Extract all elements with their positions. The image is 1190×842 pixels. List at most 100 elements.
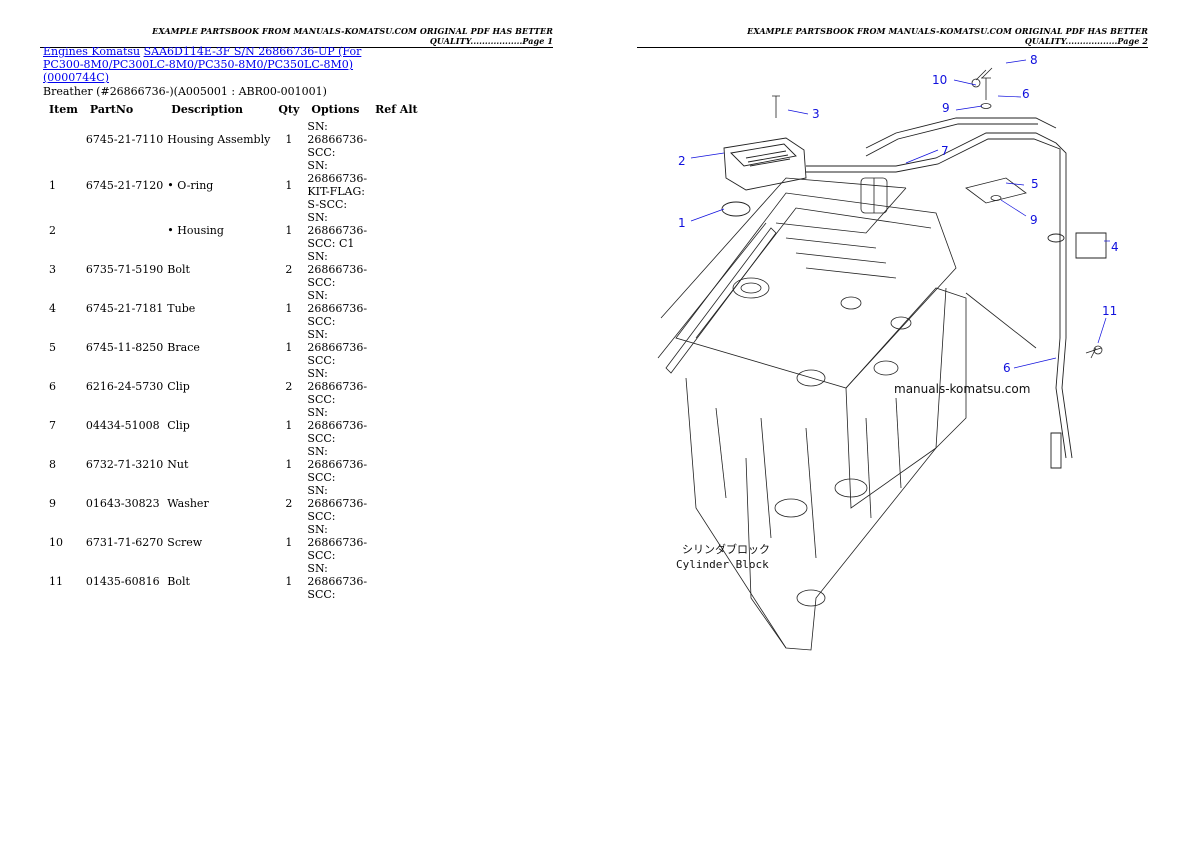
callout-2[interactable]: 2 xyxy=(678,154,686,168)
cell-part-number: 01435-60816 xyxy=(85,575,160,588)
watermark: manuals-komatsu.com xyxy=(894,382,1030,396)
callout-6-top[interactable]: 6 xyxy=(1022,87,1030,101)
o-ring-drawing xyxy=(721,201,751,217)
cell-ref-alt xyxy=(369,328,424,367)
table-header-row: Item PartNo Description Qty Options Ref … xyxy=(43,101,424,120)
cell-ref-alt xyxy=(369,484,424,523)
callout-8[interactable]: 8 xyxy=(1030,53,1038,67)
cell-description: Bolt xyxy=(167,263,190,276)
cell-description: Screw xyxy=(167,536,203,549)
table-row: 1 6745-21-7120 • O-ring 1 SN: 26866736-K… xyxy=(43,159,424,211)
hardware-drawing xyxy=(772,67,1103,359)
cell-item: 5 xyxy=(49,341,56,354)
callout-6-bottom[interactable]: 6 xyxy=(1003,361,1011,375)
cell-qty: 2 xyxy=(285,497,293,510)
cell-item: 9 xyxy=(49,497,56,510)
cell-description: Bolt xyxy=(167,575,190,588)
cell-item: 11 xyxy=(49,575,63,588)
column-header-options: Options xyxy=(311,103,360,116)
cell-description: Clip xyxy=(167,380,190,393)
callout-5[interactable]: 5 xyxy=(1031,177,1039,191)
cell-item: 8 xyxy=(49,458,56,471)
cell-options: SN: 26866736-SCC: xyxy=(307,445,368,484)
table-row: 7 04434-51008 Clip 1 SN: 26866736-SCC: xyxy=(43,406,424,445)
column-header-description: Description xyxy=(171,103,243,116)
cell-qty: 1 xyxy=(285,341,293,354)
callout-4[interactable]: 4 xyxy=(1111,240,1119,254)
cell-qty: 1 xyxy=(285,133,293,146)
table-row: 6 6216-24-5730 Clip 2 SN: 26866736-SCC: xyxy=(43,367,424,406)
callout-1[interactable]: 1 xyxy=(678,216,686,230)
cell-item: 6 xyxy=(49,380,56,393)
page-header-2: EXAMPLE PARTSBOOK FROM MANUALS-KOMATSU.C… xyxy=(637,26,1148,48)
cell-part-number xyxy=(84,211,165,250)
cell-options: SN: 26866736-SCC: xyxy=(307,120,368,159)
callout-leaders xyxy=(690,59,1110,369)
cell-item xyxy=(43,120,84,159)
page-header-1: EXAMPLE PARTSBOOK FROM MANUALS-KOMATSU.C… xyxy=(40,26,553,48)
table-row: 3 6735-71-5190 Bolt 2 SN: 26866736-SCC: xyxy=(43,250,424,289)
caption-japanese: シリンダブロック xyxy=(682,542,770,556)
callout-labels: 1 2 3 4 5 6 6 7 8 9 9 10 11 xyxy=(678,53,1119,375)
callout-11[interactable]: 11 xyxy=(1102,304,1117,318)
callout-3[interactable]: 3 xyxy=(812,107,820,121)
column-header-qty: Qty xyxy=(278,103,300,116)
table-row: 2 • Housing 1 SN: 26866736-SCC: C1 xyxy=(43,211,424,250)
cell-qty: 1 xyxy=(285,419,293,432)
callout-10[interactable]: 10 xyxy=(932,73,947,87)
cell-ref-alt xyxy=(369,250,424,289)
cell-options: SN: 26866736-SCC: xyxy=(307,562,368,601)
engine-drawing xyxy=(657,177,967,651)
cell-qty: 1 xyxy=(285,575,293,588)
breadcrumb-link-model[interactable]: SAA6D114E-3F S/N 26866736-UP (For PC300-… xyxy=(43,45,362,84)
table-row: 11 01435-60816 Bolt 1 SN: 26866736-SCC: xyxy=(43,562,424,601)
cell-ref-alt xyxy=(369,523,424,562)
cell-options: SN: 26866736-SCC: xyxy=(307,367,368,406)
table-row: 8 6732-71-3210 Nut 1 SN: 26866736-SCC: xyxy=(43,445,424,484)
cell-options: SN: 26866736-SCC: xyxy=(307,523,368,562)
cell-options: SN: 26866736-SCC: xyxy=(307,250,368,289)
cell-part-number: 04434-51008 xyxy=(85,419,160,432)
cell-part-number: 6745-21-7181 xyxy=(85,302,164,315)
cell-qty: 1 xyxy=(285,536,293,549)
cell-ref-alt xyxy=(369,367,424,406)
parts-diagram: 1 2 3 4 5 6 6 7 8 9 9 10 11 manuals-koma… xyxy=(657,53,1119,651)
cell-qty: 2 xyxy=(285,263,293,276)
cell-ref-alt xyxy=(369,406,424,445)
cell-description: Nut xyxy=(167,458,189,471)
cell-item: 4 xyxy=(49,302,56,315)
callout-9-top[interactable]: 9 xyxy=(942,101,950,115)
cell-qty: 1 xyxy=(285,458,293,471)
column-header-partno: PartNo xyxy=(89,103,134,116)
cell-part-number: 6745-21-7110 xyxy=(85,133,164,146)
tube-drawing xyxy=(806,117,1107,469)
table-row: 4 6745-21-7181 Tube 1 SN: 26866736-SCC: xyxy=(43,289,424,328)
cell-ref-alt xyxy=(369,211,424,250)
table-row: 6745-21-7110 Housing Assembly 1 SN: 2686… xyxy=(43,120,424,159)
cell-options: SN: 26866736-KIT-FLAG: S-SCC: xyxy=(307,159,368,211)
cell-qty: 1 xyxy=(285,302,293,315)
cell-part-number: 6216-24-5730 xyxy=(85,380,164,393)
cell-item: 3 xyxy=(49,263,56,276)
column-header-ref-alt: Ref Alt xyxy=(375,103,418,116)
cell-options: SN: 26866736-SCC: C1 xyxy=(307,211,368,250)
cell-description: Brace xyxy=(167,341,200,354)
cell-qty: 2 xyxy=(285,380,293,393)
caption-cylinder-block: Cylinder Block xyxy=(676,558,769,571)
cell-description: Washer xyxy=(167,497,209,510)
table-row: 9 01643-30823 Washer 2 SN: 26866736-SCC: xyxy=(43,484,424,523)
column-header-item: Item xyxy=(49,103,78,116)
callout-9-bottom[interactable]: 9 xyxy=(1030,213,1038,227)
cell-options: SN: 26866736-SCC: xyxy=(307,484,368,523)
cell-ref-alt xyxy=(369,120,424,159)
breadcrumb-link-engines[interactable]: Engines Komatsu xyxy=(43,45,141,58)
cell-options: SN: 26866736-SCC: xyxy=(307,289,368,328)
cell-description: • O-ring xyxy=(167,178,214,192)
callout-7[interactable]: 7 xyxy=(941,144,949,158)
cell-description: Housing Assembly xyxy=(167,133,271,146)
parts-list-panel: Engines Komatsu SAA6D114E-3F S/N 2686673… xyxy=(43,45,418,601)
cell-options: SN: 26866736-SCC: xyxy=(307,406,368,445)
cell-description: • Housing xyxy=(167,224,224,237)
cell-item: 7 xyxy=(49,419,56,432)
cell-part-number: 6735-71-5190 xyxy=(85,263,164,276)
